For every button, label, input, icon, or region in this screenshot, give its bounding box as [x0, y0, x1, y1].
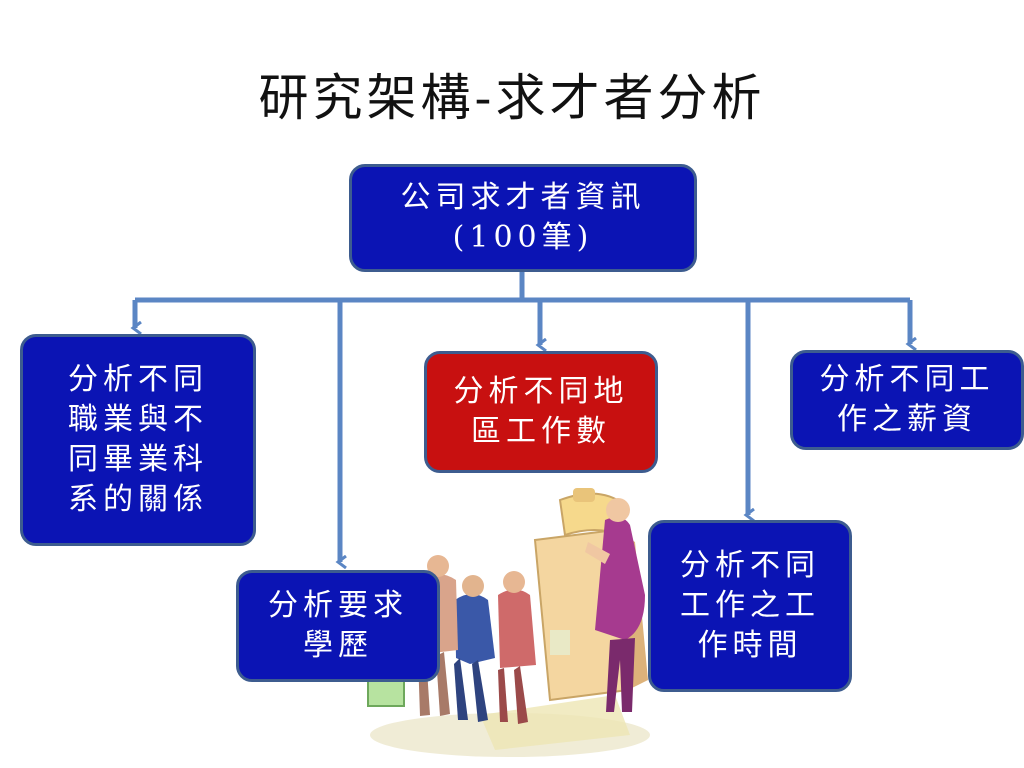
slide-title: 研究架構-求才者分析: [258, 69, 766, 127]
node-education-label: 分析要求 學歷: [268, 588, 408, 663]
node-occupation-major: 分析不同 職業與不 同畢業科 系的關係: [20, 334, 256, 546]
node-salary-label: 分析不同工 作之薪資: [819, 362, 995, 437]
node-region-label: 分析不同地 區工作數: [453, 374, 629, 449]
node-work-hours-label: 分析不同 工作之工 作時間: [680, 548, 820, 663]
root-node-company-recruiters: 公司求才者資訊 (100筆): [349, 164, 697, 272]
node-occupation-major-label: 分析不同 職業與不 同畢業科 系的關係: [68, 362, 208, 517]
node-education: 分析要求 學歷: [236, 570, 440, 682]
business-people-clipart: [367, 488, 650, 757]
root-node-label: 公司求才者資訊 (100筆): [400, 180, 646, 255]
node-region: 分析不同地 區工作數: [424, 351, 658, 473]
node-work-hours: 分析不同 工作之工 作時間: [648, 520, 852, 692]
node-salary: 分析不同工 作之薪資: [790, 350, 1024, 450]
